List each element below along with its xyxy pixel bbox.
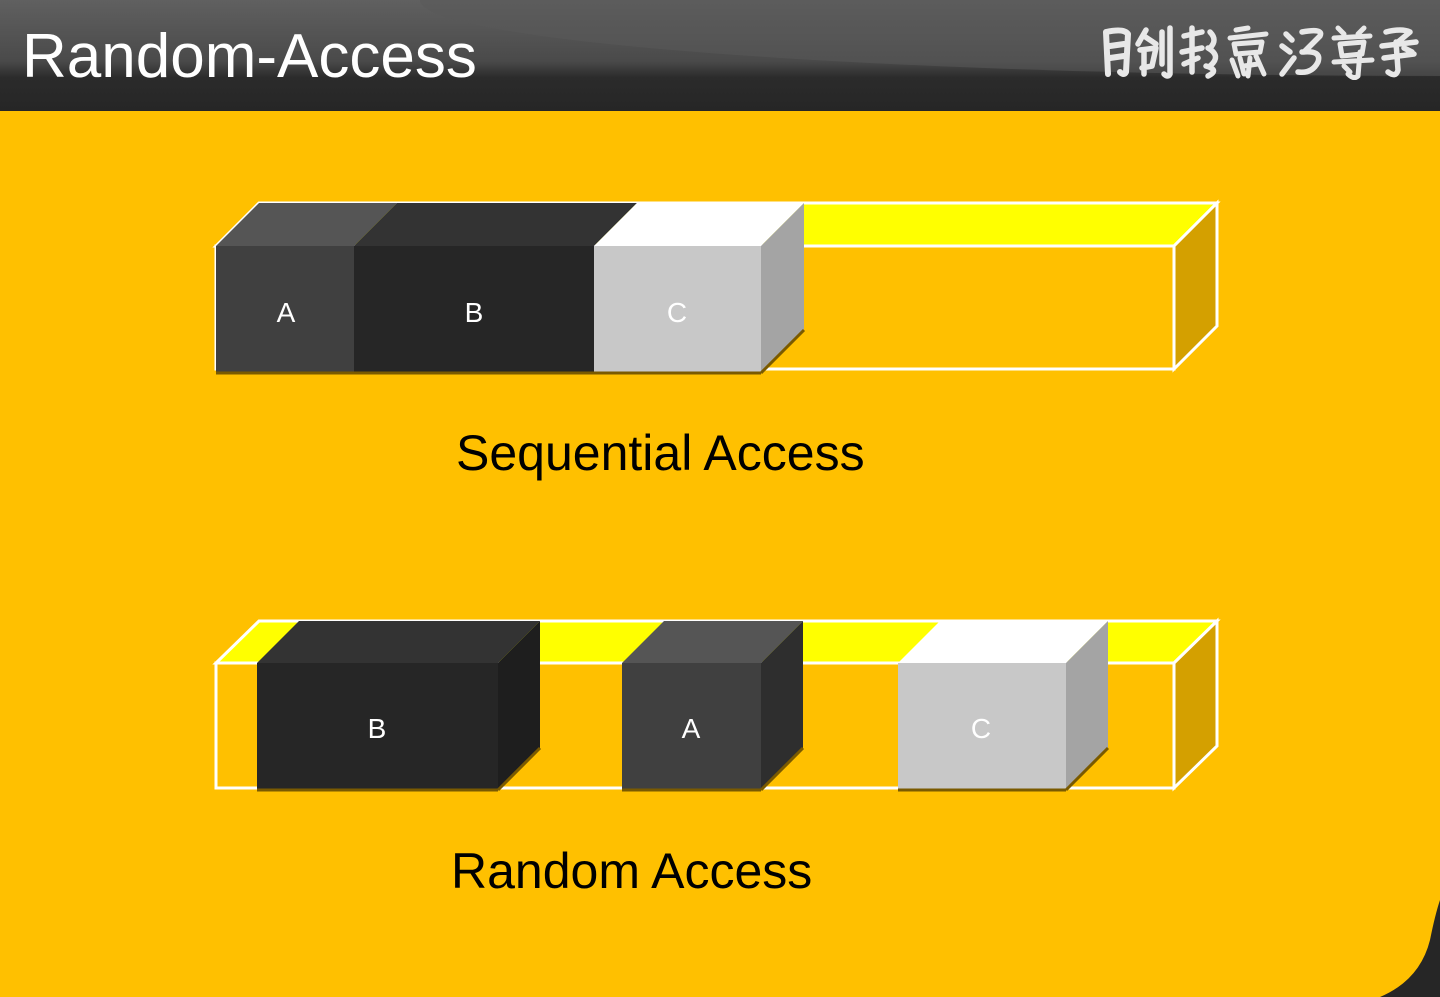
slide-title: Random-Access — [22, 22, 477, 91]
random-block-c: C — [898, 621, 1110, 792]
header-bar — [0, 0, 1440, 111]
calligraphy-logo — [1103, 25, 1419, 80]
random-caption: Random Access — [451, 843, 813, 899]
random-block-b: B — [257, 621, 542, 792]
random-block-a-label: A — [682, 713, 701, 744]
sequential-caption: Sequential Access — [456, 425, 865, 481]
random-block-b-label: B — [368, 713, 387, 744]
sequential-block-a: A — [216, 203, 397, 375]
random-block-c-label: C — [971, 713, 991, 744]
sequential-block-b: B — [354, 203, 637, 375]
sequential-block-a-label: A — [277, 297, 296, 328]
sequential-block-b-label: B — [465, 297, 484, 328]
random-track-end — [1172, 617, 1219, 792]
sequential-track-end — [1172, 199, 1219, 373]
sequential-block-c-label: C — [667, 297, 687, 328]
sequential-block-c: C — [594, 203, 806, 375]
corner-decoration — [1380, 900, 1440, 997]
random-block-a: A — [622, 621, 805, 792]
